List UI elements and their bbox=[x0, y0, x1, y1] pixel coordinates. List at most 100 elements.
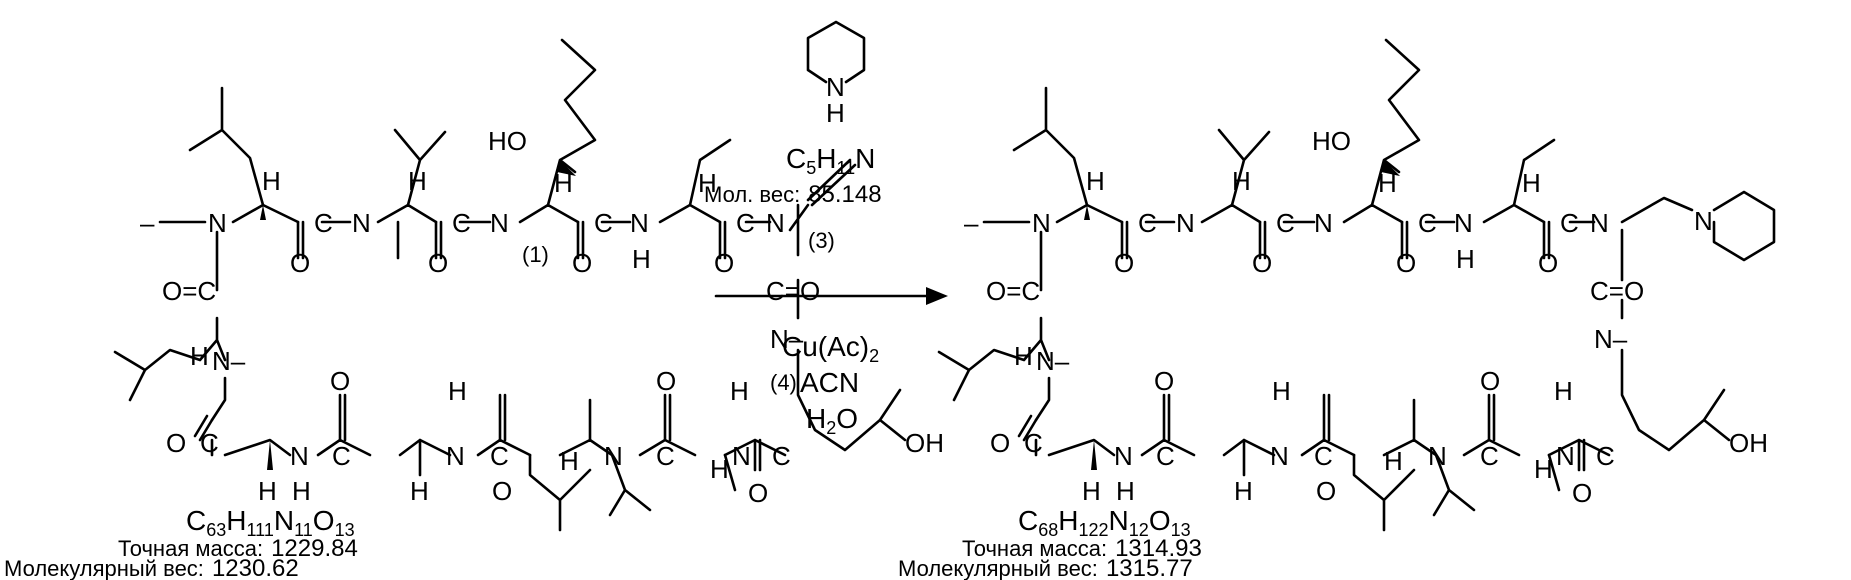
reactant-atom-h11: H bbox=[560, 446, 579, 476]
reactant-wedge-1 bbox=[260, 205, 266, 220]
product-atom-n8: N bbox=[1114, 441, 1133, 471]
reactant-exact-mass: Точная масса:1229.84 bbox=[118, 535, 358, 562]
reactant-bottom-sidechains bbox=[418, 398, 737, 532]
reactant-atom-n10: N bbox=[604, 441, 623, 471]
reactant-wedge-2 bbox=[557, 160, 576, 176]
product-atom-h4: H bbox=[1456, 244, 1475, 274]
product-atom-o3: O bbox=[1396, 248, 1416, 278]
catalyst-label: Cu(Ac)2 bbox=[782, 331, 879, 366]
product-atom-c3: C bbox=[1418, 208, 1437, 238]
product-atom-n3: N bbox=[1314, 208, 1333, 238]
reactant-atom-ho: HO bbox=[488, 126, 527, 156]
reactant-formula: C63H111N11O13 bbox=[186, 505, 355, 540]
product-atom-o4: O bbox=[1538, 248, 1558, 278]
reactant-position-4: (4) bbox=[770, 370, 797, 395]
piperidine-ring-reagent bbox=[806, 20, 866, 84]
reactant-atom-h5: H bbox=[698, 168, 717, 198]
reactant-atom-c9: C bbox=[772, 441, 791, 471]
reactant-atom-h4: H bbox=[632, 244, 651, 274]
product-atom-h11: H bbox=[1384, 446, 1403, 476]
reactant-atom-o4: O bbox=[714, 248, 734, 278]
reagent-mol-weight: Мол. вес:85.148 bbox=[704, 181, 882, 208]
reactant-structure bbox=[113, 38, 907, 532]
reactant-atom-h12: H bbox=[710, 454, 729, 484]
product-atom-h3: H bbox=[1378, 168, 1397, 198]
reactant-top-carbonyls bbox=[296, 220, 727, 260]
product-atom-h10: H bbox=[1272, 376, 1291, 406]
reactant-atom-n5: N bbox=[766, 208, 785, 238]
reactant-position-1: (1) bbox=[522, 242, 549, 267]
product-bottom-carbonyls bbox=[1017, 393, 1586, 472]
product-atom-h9: H bbox=[1234, 476, 1253, 506]
product-atom-piperidine-n: N bbox=[1694, 206, 1713, 236]
product-atom-c2: C bbox=[1276, 208, 1295, 238]
product-atom-ceqo: C=O bbox=[1590, 276, 1644, 306]
product-atom-n11: N bbox=[1556, 441, 1575, 471]
reactant-atom-o8: O bbox=[656, 366, 676, 396]
product-wedge-1 bbox=[1084, 205, 1090, 220]
product-atom-o2: O bbox=[1252, 248, 1272, 278]
product-atom-h12: H bbox=[1534, 454, 1553, 484]
reactant-atom-o6: O bbox=[330, 366, 350, 396]
reactant-atom-o1: O bbox=[290, 248, 310, 278]
product-atom-o1: O bbox=[1114, 248, 1134, 278]
reactant-atom-n4: N bbox=[630, 208, 649, 238]
product-atom-oh: OH bbox=[1729, 428, 1768, 458]
reactant-atom-n8: N bbox=[290, 441, 309, 471]
solvent-label: ACN bbox=[800, 367, 859, 398]
reactant-atom-h7: H bbox=[258, 476, 277, 506]
reagent-atom-n: N bbox=[826, 72, 845, 102]
reactant-atom-o9: O bbox=[748, 478, 768, 508]
reactant-top-sidechains bbox=[188, 38, 857, 260]
reactant-atom-o2: O bbox=[428, 248, 448, 278]
product-atom-o9: O bbox=[1572, 478, 1592, 508]
reactant-atom-oh: OH bbox=[905, 428, 944, 458]
product-atom-c8: C bbox=[1480, 441, 1499, 471]
product-atom-n2: N bbox=[1176, 208, 1195, 238]
reactant-atom-c7: C bbox=[490, 441, 509, 471]
reactant-atom-h1: H bbox=[262, 166, 281, 196]
water-label: H2O bbox=[806, 403, 858, 438]
product-atom-c5: C bbox=[1024, 428, 1043, 458]
product-atom-n4: N bbox=[1454, 208, 1473, 238]
product-atom-oeqc: O=C bbox=[986, 276, 1040, 306]
product-atom-o7: O bbox=[1316, 476, 1336, 506]
reagent-atom-h: H bbox=[826, 98, 845, 128]
reactant-atom-n11: N bbox=[732, 441, 751, 471]
product-atom-labels: – N H C N O H C O N HO H C O N H H C O N… bbox=[964, 126, 1768, 508]
reactant-atom-c1: C bbox=[314, 208, 333, 238]
product-wedge-3 bbox=[1091, 440, 1097, 470]
product-atom-h5: H bbox=[1522, 168, 1541, 198]
reactant-atom-ceqo: C=O bbox=[766, 276, 820, 306]
reactant-right-column bbox=[796, 278, 907, 452]
reactant-atom-n6: N– bbox=[770, 324, 804, 354]
product-atom-c1: C bbox=[1138, 208, 1157, 238]
product-atom-c6: C bbox=[1156, 441, 1175, 471]
reactant-atom-c8: C bbox=[656, 441, 675, 471]
product-atom-h13: H bbox=[1554, 376, 1573, 406]
product-atom-n1: N bbox=[1032, 208, 1051, 238]
reactant-bottom-carbonyls bbox=[193, 393, 762, 472]
product-exact-mass: Точная масса:1314.93 bbox=[962, 535, 1202, 562]
reactant-atom-n1: N bbox=[208, 208, 227, 238]
product-right-column bbox=[1620, 298, 1731, 452]
reactant-atom-n9: N bbox=[446, 441, 465, 471]
reagent-block: N H C5H11N Мол. вес:85.148 Cu(Ac)2 ACN H… bbox=[704, 20, 948, 438]
product-atom-o5: O bbox=[990, 428, 1010, 458]
reactant-atom-h9: H bbox=[410, 476, 429, 506]
product-atom-n5: N bbox=[1590, 208, 1609, 238]
product-top-carbonyls bbox=[1120, 220, 1551, 260]
reactant-atom-o5: O bbox=[166, 428, 186, 458]
product-atom-c4: C bbox=[1560, 208, 1579, 238]
reactant-atom-c4: C bbox=[736, 208, 755, 238]
product-atom-c7: C bbox=[1314, 441, 1333, 471]
reactant-atom-c6: C bbox=[332, 441, 351, 471]
product-piperidine-ring bbox=[1712, 190, 1776, 262]
reactant-atom-o3: O bbox=[572, 248, 592, 278]
product-wedge-2 bbox=[1381, 160, 1400, 176]
product-bottom-sidechains bbox=[1242, 398, 1561, 532]
reactant-atom-n2: N bbox=[352, 208, 371, 238]
reactant-atom-h6: H bbox=[190, 341, 209, 371]
product-atom-n10: N bbox=[1428, 441, 1447, 471]
product-atom-methyl-n: – bbox=[964, 208, 979, 238]
